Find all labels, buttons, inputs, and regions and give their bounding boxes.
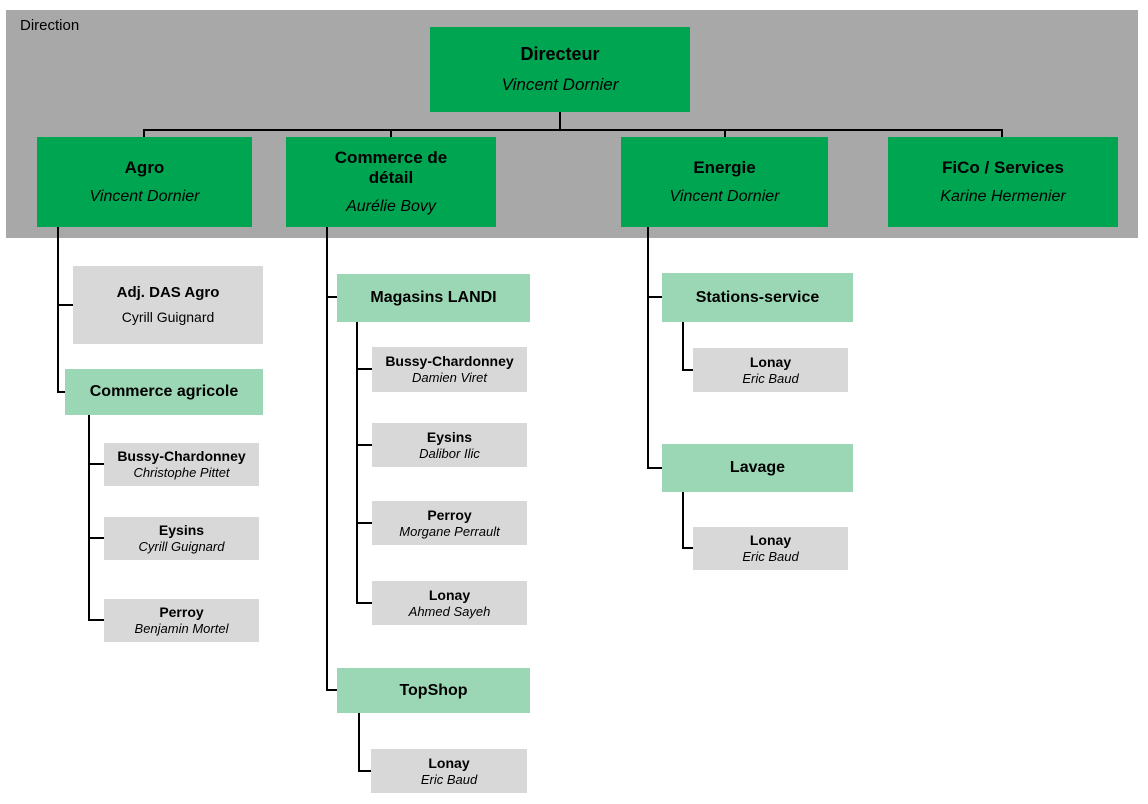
node-name: Vincent Dornier xyxy=(89,188,200,206)
node-title: Lonay xyxy=(749,353,792,370)
node-stations-lonay: Lonay Eric Baud xyxy=(693,348,848,392)
node-topshop: TopShop xyxy=(337,668,530,713)
node-name: Eric Baud xyxy=(742,549,799,565)
connector-agro-trunk xyxy=(57,227,66,393)
node-title: Bussy-Chardonney xyxy=(385,353,514,370)
node-name: Morgane Perrault xyxy=(399,523,500,539)
node-agro-bussy-chardonney: Bussy-Chardonney Christophe Pittet xyxy=(104,443,259,486)
node-lavage: Lavage xyxy=(662,444,853,492)
node-name: Benjamin Mortel xyxy=(134,621,229,637)
connector-commerce-agricole-trunk xyxy=(88,415,104,621)
node-title: Agro xyxy=(124,157,165,177)
node-name: Karine Hermenier xyxy=(940,188,1066,206)
node-agro-eysins: Eysins Cyrill Guignard xyxy=(104,517,259,560)
node-name: Eric Baud xyxy=(420,771,478,787)
node-title: Adj. DAS Agro xyxy=(116,284,220,302)
node-fico-services: FiCo / Services Karine Hermenier xyxy=(888,137,1118,227)
node-landi-bussy-chardonney: Bussy-Chardonney Damien Viret xyxy=(372,347,527,392)
node-title: FiCo / Services xyxy=(942,157,1064,177)
node-directeur: Directeur Vincent Dornier xyxy=(430,27,690,112)
node-title: Lonay xyxy=(428,754,470,771)
node-title: Perroy xyxy=(427,506,472,523)
node-title: Commerce agricole xyxy=(89,383,239,401)
node-topshop-lonay: Lonay Eric Baud xyxy=(371,749,527,793)
node-name: Cyrill Guignard xyxy=(121,309,215,326)
node-agro-perroy: Perroy Benjamin Mortel xyxy=(104,599,259,642)
node-name: Cyrill Guignard xyxy=(138,539,225,555)
node-name: Aurélie Bovy xyxy=(346,198,436,216)
node-title: Eysins xyxy=(426,428,473,445)
node-agro: Agro Vincent Dornier xyxy=(37,137,252,227)
node-landi-eysins: Eysins Dalibor Ilic xyxy=(372,423,527,467)
node-title: Directeur xyxy=(520,43,600,64)
node-name: Damien Viret xyxy=(412,370,487,386)
node-title: Perroy xyxy=(159,604,204,621)
node-title: Lonay xyxy=(428,586,471,603)
node-title: Magasins LANDI xyxy=(370,289,497,307)
node-adj-das-agro: Adj. DAS Agro Cyrill Guignard xyxy=(73,266,263,344)
node-title: Lonay xyxy=(749,532,792,549)
node-title: Stations-service xyxy=(695,288,820,306)
node-commerce-de-detail: Commerce de détail Aurélie Bovy xyxy=(286,137,496,227)
node-landi-perroy: Perroy Morgane Perrault xyxy=(372,501,527,545)
node-lavage-lonay: Lonay Eric Baud xyxy=(693,527,848,570)
connector-energie-trunk xyxy=(647,227,662,469)
node-title: Eysins xyxy=(158,522,205,539)
node-title: Lavage xyxy=(729,459,786,477)
node-energie: Energie Vincent Dornier xyxy=(621,137,828,227)
node-commerce-agricole: Commerce agricole xyxy=(65,369,263,415)
node-name: Dalibor Ilic xyxy=(419,445,480,461)
node-landi-lonay: Lonay Ahmed Sayeh xyxy=(372,581,527,625)
node-name: Vincent Dornier xyxy=(501,75,619,95)
node-stations-service: Stations-service xyxy=(662,273,853,322)
node-title: TopShop xyxy=(399,681,468,699)
node-name: Vincent Dornier xyxy=(669,188,780,206)
node-name: Eric Baud xyxy=(742,370,799,386)
node-name: Christophe Pittet xyxy=(133,465,230,481)
node-name: Ahmed Sayeh xyxy=(408,603,491,619)
band-title: Direction xyxy=(20,17,80,34)
node-title: Bussy-Chardonney xyxy=(117,448,246,465)
node-magasins-landi: Magasins LANDI xyxy=(337,274,530,322)
node-title: Commerce de détail xyxy=(334,147,448,187)
node-title: Energie xyxy=(693,157,756,177)
connector-landi-trunk xyxy=(356,322,372,604)
